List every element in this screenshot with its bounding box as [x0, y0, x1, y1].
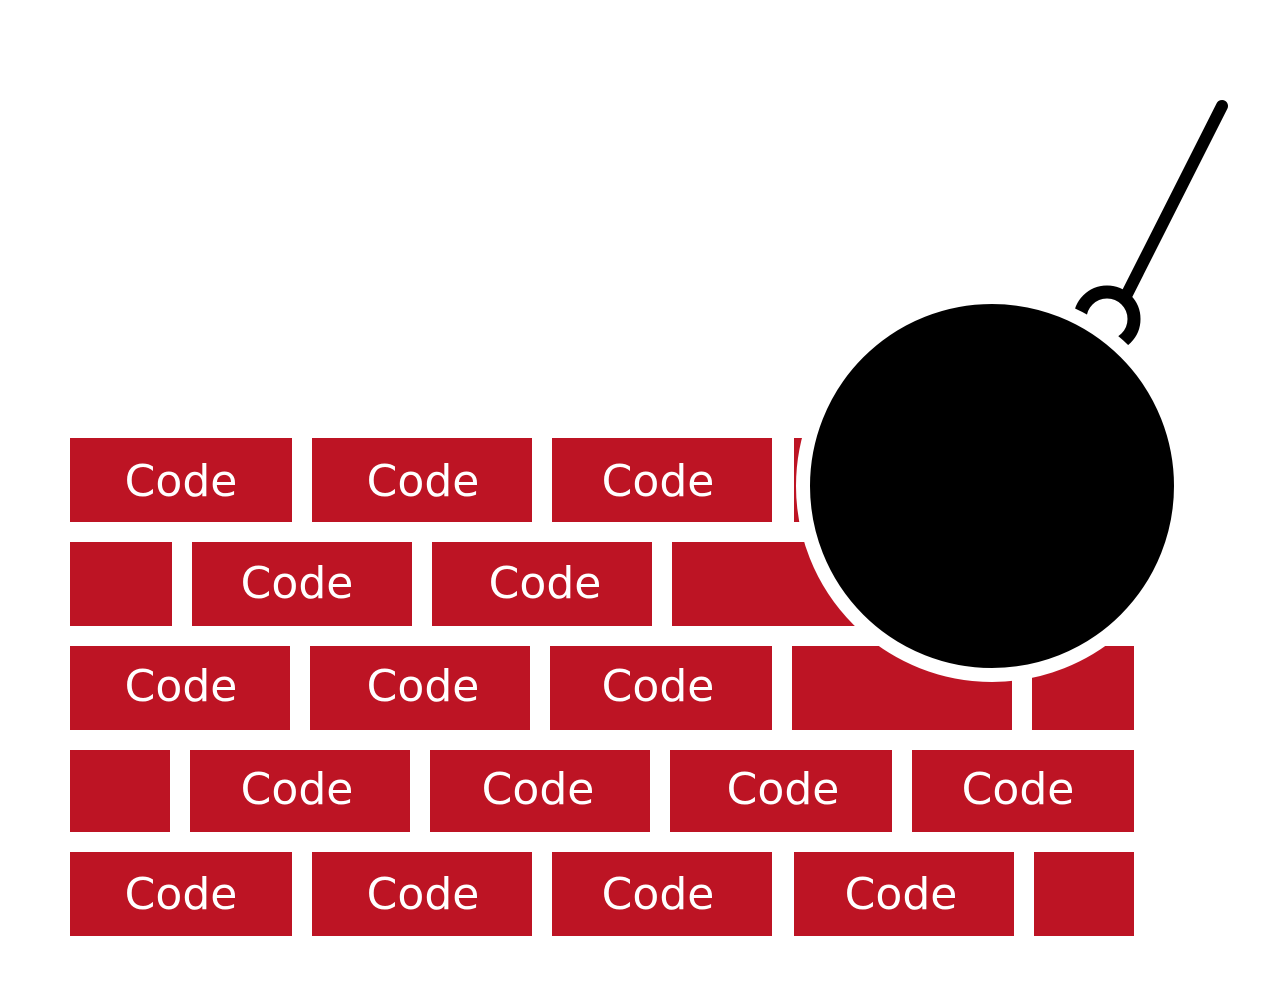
- brick-label: Code: [602, 456, 715, 507]
- brick-label: Code: [845, 869, 958, 920]
- brick: Code: [912, 750, 1134, 832]
- brick-label: Code: [602, 869, 715, 920]
- brick-label: Code: [125, 661, 238, 712]
- brick: Code: [430, 750, 650, 832]
- brick-label: Code: [241, 558, 354, 609]
- brick-label: Code: [602, 661, 715, 712]
- brick-label: Code: [367, 661, 480, 712]
- brick: [70, 542, 172, 626]
- brick-label: Code: [367, 456, 480, 507]
- brick-label: Code: [367, 869, 480, 920]
- brick: Code: [432, 542, 652, 626]
- chain-line: [1119, 100, 1228, 304]
- brick: Code: [192, 542, 412, 626]
- brick: Code: [552, 852, 772, 936]
- brick-label: Code: [125, 456, 238, 507]
- brick: [70, 750, 170, 832]
- brick-label: Code: [482, 764, 595, 815]
- brick: Code: [310, 646, 530, 730]
- brick-label: Code: [241, 764, 354, 815]
- brick: Code: [312, 438, 532, 522]
- brick-label: Code: [489, 558, 602, 609]
- brick: [1034, 852, 1134, 936]
- brick-label: Code: [962, 764, 1075, 815]
- brick: Code: [70, 438, 292, 522]
- brick: Code: [70, 852, 292, 936]
- wrecking-ball-icon: [796, 290, 1188, 682]
- brick: Code: [190, 750, 410, 832]
- brick: Code: [794, 852, 1014, 936]
- brick-label: Code: [125, 869, 238, 920]
- brick: Code: [550, 646, 772, 730]
- brick-label: Code: [727, 764, 840, 815]
- brick: Code: [670, 750, 892, 832]
- brick: Code: [70, 646, 290, 730]
- brick: Code: [312, 852, 532, 936]
- brick: Code: [552, 438, 772, 522]
